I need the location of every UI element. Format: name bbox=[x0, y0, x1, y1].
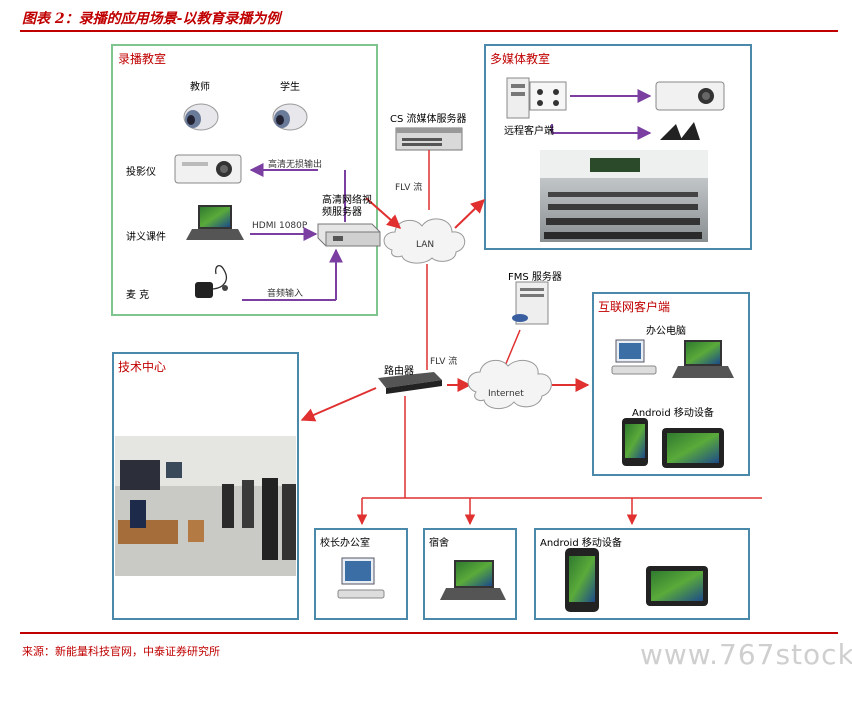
router-icon bbox=[378, 372, 442, 394]
figure-title: 图表 2：录播的应用场景-以教育录播为例 bbox=[22, 11, 281, 27]
audio-in-label: 音频输入 bbox=[267, 289, 304, 299]
bottom-android-phone-icon bbox=[565, 548, 599, 612]
android-device-label: Android 移动设备 bbox=[632, 408, 714, 419]
bottom-android-tablet-icon bbox=[646, 566, 708, 606]
watermark: www.767stock. bbox=[640, 638, 852, 671]
internet-client-title: 互联网客户端 bbox=[598, 300, 671, 314]
dorm-title: 宿舍 bbox=[429, 538, 449, 549]
lan-cloud-icon bbox=[383, 218, 466, 264]
speakers-icon bbox=[660, 122, 700, 140]
internet-cloud-icon bbox=[467, 359, 552, 409]
hdmi-label: HDMI 1080P bbox=[252, 221, 308, 231]
fms-server-icon bbox=[512, 281, 549, 325]
dorm-laptop-icon bbox=[440, 560, 506, 600]
tech-center-title: 技术中心 bbox=[118, 360, 167, 374]
courseware-label: 讲义课件 bbox=[126, 232, 166, 243]
projector-label: 投影仪 bbox=[126, 167, 156, 178]
cs-server-label: CS 流媒体服务器 bbox=[390, 114, 467, 125]
courseware-laptop-icon bbox=[186, 205, 244, 240]
hd-output-label: 高清无损输出 bbox=[268, 160, 323, 170]
recording-room-title: 录播教室 bbox=[118, 52, 167, 66]
office-laptop-icon bbox=[672, 340, 734, 378]
multimedia-room-title: 多媒体教室 bbox=[490, 52, 551, 66]
principal-office-title: 校长办公室 bbox=[320, 538, 370, 549]
remote-client-label: 远程客户端 bbox=[504, 126, 554, 137]
source-note: 来源：新能量科技官网，中泰证券研究所 bbox=[22, 645, 220, 658]
tech-center-photo bbox=[115, 436, 296, 576]
principal-desktop-icon bbox=[337, 557, 385, 599]
remote-client-icon bbox=[506, 77, 567, 119]
router-label: 路由器 bbox=[384, 366, 414, 377]
teacher-label: 教师 bbox=[190, 82, 210, 93]
classroom-photo bbox=[540, 150, 708, 242]
flv-stream-label-2: FLV 流 bbox=[430, 357, 458, 367]
title-rule bbox=[20, 30, 838, 32]
hd-server-icon bbox=[317, 223, 381, 247]
footer-rule bbox=[20, 632, 838, 634]
hd-server-label: 高清网络视频服务器 bbox=[322, 195, 372, 218]
android-phone-icon bbox=[622, 418, 648, 466]
student-label: 学生 bbox=[280, 82, 300, 93]
flv-stream-label-1: FLV 流 bbox=[395, 183, 423, 193]
fms-server-label: FMS 服务器 bbox=[508, 272, 562, 283]
projector-icon bbox=[174, 154, 242, 184]
internet-label: Internet bbox=[488, 389, 524, 399]
android-tablet-icon bbox=[662, 428, 724, 468]
student-camera-icon bbox=[272, 103, 308, 131]
office-desktop-icon bbox=[611, 339, 657, 375]
microphone-icon bbox=[195, 265, 228, 298]
multimedia-projector-icon bbox=[655, 81, 725, 111]
microphone-label: 麦 克 bbox=[126, 290, 150, 301]
teacher-camera-icon bbox=[183, 103, 219, 131]
cs-server-icon bbox=[395, 127, 463, 151]
lan-label: LAN bbox=[416, 240, 435, 250]
recording-room-box bbox=[111, 44, 378, 316]
office-pc-label: 办公电脑 bbox=[646, 326, 686, 337]
android-bottom-title: Android 移动设备 bbox=[540, 538, 622, 549]
